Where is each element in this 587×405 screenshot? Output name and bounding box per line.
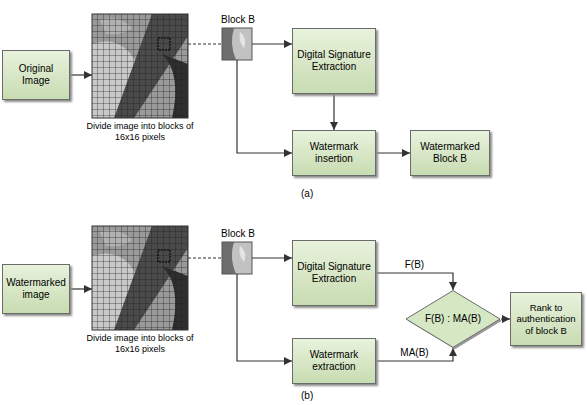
arrow-connector	[333, 94, 334, 130]
process-box: Watermarked image	[2, 264, 70, 314]
panel-label: (b)	[300, 390, 314, 401]
image-caption: Divide image into blocks of 16x16 pixels	[86, 121, 193, 142]
image-caption: Block B	[221, 14, 255, 25]
process-box: Digital Signature Extraction	[292, 28, 376, 94]
process-box: Rank to authentication of block B	[510, 292, 582, 346]
dashed-connector	[188, 43, 222, 44]
arrow-connector	[70, 74, 92, 75]
arrow-connector	[237, 60, 292, 153]
node-text: Watermarked image	[6, 277, 66, 301]
node-text: Original Image	[6, 63, 66, 87]
arrow-connector	[252, 257, 292, 258]
dashed-connector	[188, 257, 222, 258]
edge-label-holder: F(B)	[404, 259, 425, 271]
arrow-connector	[376, 152, 410, 153]
image-grid	[92, 226, 188, 330]
image-caption: Block B	[221, 228, 255, 239]
node-text: Digital Signature Extraction	[296, 261, 372, 285]
caption-holder: Divide image into blocks of 16x16 pixels	[78, 333, 202, 355]
node-text: F(B) : MA(B)	[425, 313, 481, 325]
image-caption: Divide image into blocks of 16x16 pixels	[86, 333, 193, 354]
decision-diamond: F(B) : MA(B)	[405, 290, 501, 348]
arrow-connector	[70, 288, 92, 289]
panel-label-holder: (a)	[300, 188, 314, 200]
image-grid-node: Divide image into blocks of 16x16 pixels	[92, 226, 188, 330]
caption-holder: Block B	[221, 228, 255, 239]
process-box: Watermark insertion	[292, 130, 376, 176]
diamond-shape	[406, 291, 500, 348]
node-text: Digital Signature Extraction	[296, 49, 372, 73]
signal-label: MA(B)	[399, 347, 429, 358]
block-image	[222, 28, 252, 60]
arrow-connector	[376, 273, 453, 290]
panel-label-holder: (b)	[300, 390, 314, 402]
edge-label-holder: MA(B)	[399, 347, 429, 359]
signal-label: F(B)	[404, 259, 425, 270]
image-block-node: Block B	[222, 242, 252, 274]
process-box: Watermark extraction	[292, 338, 376, 384]
arrow-connector	[237, 274, 292, 361]
process-box: Digital Signature Extraction	[292, 240, 376, 306]
panel-label: (a)	[300, 188, 314, 199]
node-text: Watermarked Block B	[414, 141, 486, 165]
node-text: Rank to authentication of block B	[514, 302, 578, 336]
node-text: Watermark insertion	[296, 141, 372, 165]
node-text: Watermark extraction	[296, 349, 372, 373]
arrow-connector	[501, 318, 510, 319]
block-image	[222, 242, 252, 274]
image-grid-node: Divide image into blocks of 16x16 pixels	[92, 14, 188, 118]
arrow-connector	[252, 43, 292, 44]
caption-holder: Divide image into blocks of 16x16 pixels	[78, 121, 202, 143]
image-block-node: Block B	[222, 28, 252, 60]
image-grid	[92, 14, 188, 118]
process-box: Watermarked Block B	[410, 130, 490, 176]
arrow-connector	[376, 348, 453, 361]
caption-holder: Block B	[221, 14, 255, 25]
process-box: Original Image	[2, 50, 70, 100]
